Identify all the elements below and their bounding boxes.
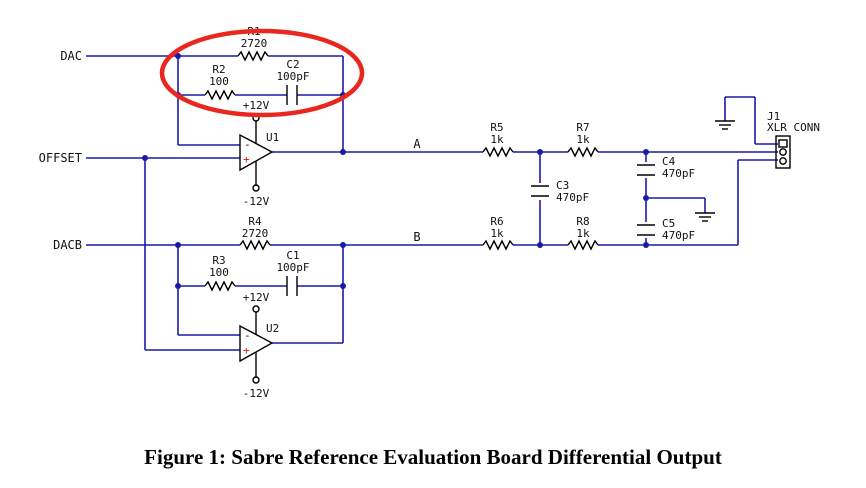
u1-ref: U1 <box>266 131 279 144</box>
j1-pin-1 <box>778 139 788 148</box>
u2-vpos-terminal <box>252 305 260 313</box>
highlight-ellipse <box>159 28 365 118</box>
resistor-r8 <box>567 239 599 251</box>
r6-ref: R6 <box>490 215 503 228</box>
net-b-label: B <box>413 230 420 244</box>
resistor-r6 <box>482 239 514 251</box>
r1-value: 2720 <box>241 37 268 50</box>
j1-ref: J1 <box>767 110 780 123</box>
capacitor-c5 <box>637 224 655 236</box>
u2-vneg-label: -12V <box>243 387 270 400</box>
resistor-r4 <box>239 239 271 251</box>
u1-plus-pin: + <box>243 153 250 166</box>
r5-ref: R5 <box>490 121 503 134</box>
r6-value: 1k <box>490 227 504 240</box>
c5-value: 470pF <box>662 229 695 242</box>
j1-pin-3 <box>779 157 787 165</box>
port-offset-label: OFFSET <box>39 151 82 165</box>
c4-value: 470pF <box>662 167 695 180</box>
resistor-r3 <box>204 280 236 292</box>
u2-minus-pin: - <box>244 329 251 342</box>
xlr-connector-j1 <box>775 135 791 169</box>
u2-ref: U2 <box>266 322 279 335</box>
capacitor-c4 <box>637 164 655 176</box>
resistor-r2 <box>204 89 236 101</box>
r7-ref: R7 <box>576 121 589 134</box>
resistor-r5 <box>482 146 514 158</box>
c2-value: 100pF <box>276 70 309 83</box>
ground-icon <box>695 212 715 222</box>
port-dac-label: DAC <box>60 49 82 63</box>
resistor-r7 <box>567 146 599 158</box>
capacitor-c1 <box>286 276 298 296</box>
r2-value: 100 <box>209 75 229 88</box>
r5-value: 1k <box>490 133 504 146</box>
j1-value: XLR CONN <box>767 121 820 134</box>
u1-vneg-terminal <box>252 184 260 192</box>
r4-value: 2720 <box>242 227 269 240</box>
r8-value: 1k <box>576 227 590 240</box>
lower-stage-wires <box>86 96 778 351</box>
r7-value: 1k <box>576 133 590 146</box>
r8-ref: R8 <box>576 215 589 228</box>
c1-value: 100pF <box>276 261 309 274</box>
u2-plus-pin: + <box>243 344 250 357</box>
u1-minus-pin: - <box>244 138 251 151</box>
u1-vpos-label: +12V <box>243 99 270 112</box>
r2-ref: R2 <box>212 63 225 76</box>
u2-vneg-terminal <box>252 376 260 384</box>
u1-vneg-label: -12V <box>243 195 270 208</box>
c2-ref: C2 <box>286 58 299 71</box>
c3-ref: C3 <box>556 179 569 192</box>
c1-ref: C1 <box>286 249 299 262</box>
figure-caption: Figure 1: Sabre Reference Evaluation Boa… <box>144 445 722 469</box>
r3-value: 100 <box>209 266 229 279</box>
r3-ref: R3 <box>212 254 225 267</box>
capacitor-c2 <box>286 85 298 105</box>
r4-ref: R4 <box>248 215 262 228</box>
c5-ref: C5 <box>662 217 675 230</box>
net-a-label: A <box>413 137 421 151</box>
capacitor-c3 <box>531 185 549 197</box>
j1-pin-2 <box>779 148 787 156</box>
c4-ref: C4 <box>662 155 676 168</box>
port-dacb-label: DACB <box>53 238 82 252</box>
c3-value: 470pF <box>556 191 589 204</box>
u2-vpos-label: +12V <box>243 291 270 304</box>
ground-icon <box>715 120 735 130</box>
resistor-r1 <box>237 50 269 62</box>
